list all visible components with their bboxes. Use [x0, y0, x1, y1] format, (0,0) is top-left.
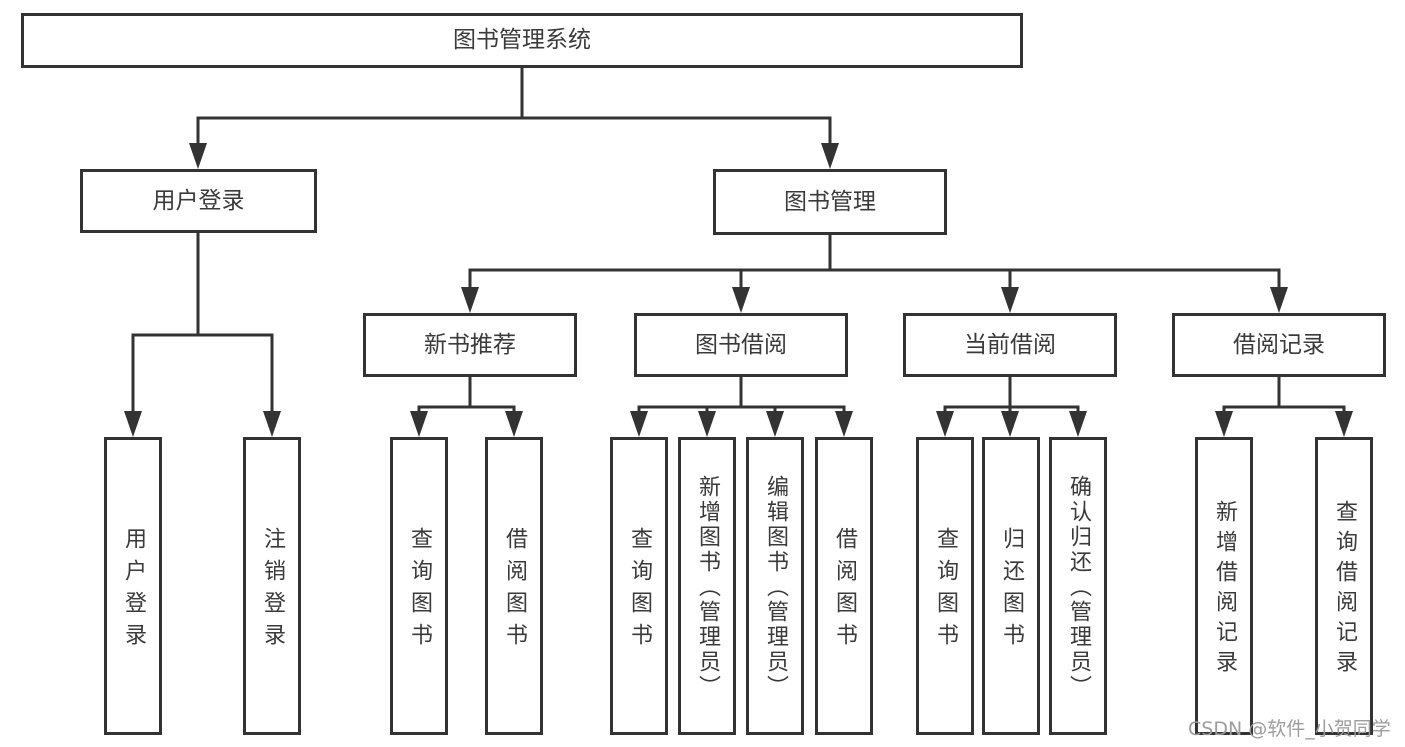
- leaf-add-borrow-record: 新增借阅记录: [1195, 437, 1253, 735]
- node-borrowing-records: 借阅记录: [1172, 313, 1386, 377]
- node-current-borrowing: 当前借阅: [903, 313, 1117, 377]
- leaf-edit-books-admin: 编辑图书（管理员）: [746, 437, 804, 735]
- leaf-user-login: 用户登录: [104, 437, 162, 735]
- node-user-login-branch: 用户登录: [80, 169, 317, 233]
- leaf-borrow-books: 借阅图书: [815, 437, 873, 735]
- leaf-query-books-current: 查询图书: [916, 437, 974, 735]
- leaf-query-borrow-record: 查询借阅记录: [1315, 437, 1373, 735]
- csdn-watermark: CSDN @软件_小贺同学: [1188, 718, 1391, 740]
- node-library-management-system: 图书管理系统: [21, 13, 1023, 68]
- leaf-borrow-books-recommend: 借阅图书: [485, 437, 543, 735]
- node-book-management-branch: 图书管理: [713, 169, 947, 235]
- leaf-add-books-admin: 新增图书（管理员）: [678, 437, 736, 735]
- leaf-return-books: 归还图书: [982, 437, 1040, 735]
- node-book-borrowing: 图书借阅: [634, 313, 848, 377]
- leaf-confirm-return-admin: 确认归还（管理员）: [1049, 437, 1107, 735]
- leaf-logout: 注销登录: [243, 437, 301, 735]
- leaf-query-books-recommend: 查询图书: [390, 437, 448, 735]
- node-new-book-recommend: 新书推荐: [363, 313, 577, 377]
- leaf-query-books-borrowing: 查询图书: [610, 437, 668, 735]
